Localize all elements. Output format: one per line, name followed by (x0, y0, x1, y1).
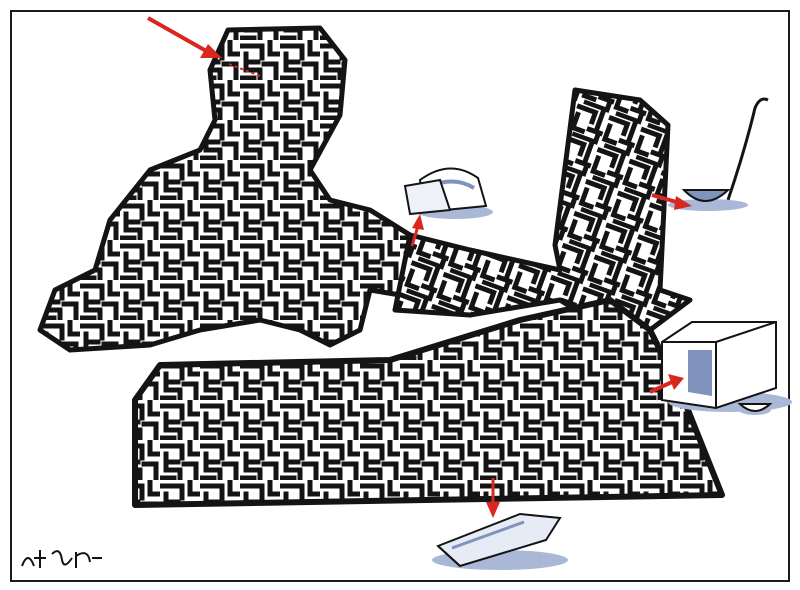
bowl-icon (737, 403, 773, 415)
coffin-icon (432, 512, 568, 570)
arrow-icon (147, 16, 692, 518)
signature-mark (21, 550, 102, 568)
ladle-icon (668, 97, 769, 211)
cartoon-frame (10, 10, 790, 582)
box-icon (661, 321, 792, 412)
food-plate-icon (403, 167, 493, 219)
